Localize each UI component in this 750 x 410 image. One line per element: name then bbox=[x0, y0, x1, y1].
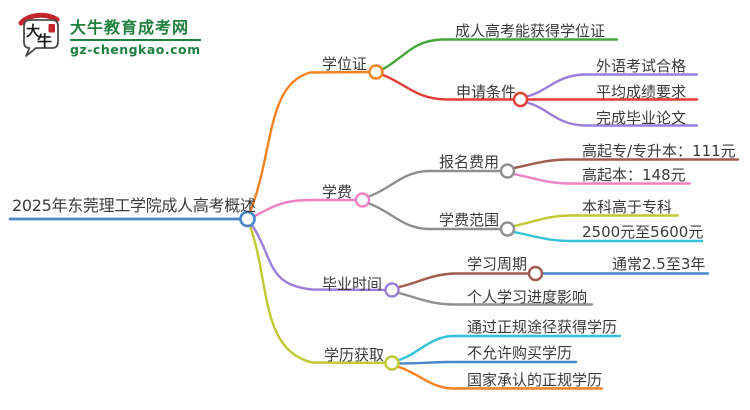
edge-range-higher bbox=[512, 214, 680, 228]
edge-degree-can-get bbox=[381, 38, 619, 71]
node-label-thesis[interactable]: 完成毕业论文 bbox=[596, 109, 687, 127]
logo-text-block: 大牛教育成考网 gz-chengkao.com bbox=[70, 14, 201, 57]
edge-graduation-cycle bbox=[397, 272, 530, 289]
node-circle-conditions[interactable] bbox=[512, 91, 529, 108]
node-circle-degree[interactable] bbox=[368, 64, 384, 80]
site-logo: 大 牛 大牛教育成考网 gz-chengkao.com bbox=[16, 12, 201, 58]
node-circle-regfee[interactable] bbox=[499, 163, 516, 179]
edge-tuition-range bbox=[367, 202, 503, 231]
edge-graduation-progress bbox=[397, 291, 594, 306]
edge-regfee-ben bbox=[512, 172, 692, 185]
node-label-state-recognized[interactable]: 国家承认的正规学历 bbox=[467, 371, 603, 389]
logo-divider bbox=[70, 38, 201, 41]
edge-range-amount bbox=[512, 230, 704, 243]
node-circle-graduation[interactable] bbox=[384, 282, 400, 298]
site-name: 大牛教育成考网 bbox=[70, 17, 190, 37]
edge-regfee-zhuan bbox=[512, 158, 740, 170]
node-circle-cycle[interactable] bbox=[527, 265, 544, 282]
logo-char-1: 大 bbox=[26, 23, 40, 40]
node-circle-tuition[interactable] bbox=[354, 192, 371, 208]
node-label-no-buying[interactable]: 不允许购买学历 bbox=[467, 344, 573, 362]
node-label-years[interactable]: 通常2.5至3年 bbox=[612, 255, 706, 273]
logo-red-arc bbox=[18, 12, 60, 26]
node-label-average-score[interactable]: 平均成绩要求 bbox=[596, 83, 687, 101]
node-label-fee-zhuan[interactable]: 高起专/专升本：111元 bbox=[582, 142, 736, 160]
node-label-degree[interactable]: 学位证 bbox=[322, 55, 368, 73]
edge-conditions-thesis bbox=[525, 101, 699, 127]
edge-diploma-formal bbox=[397, 334, 622, 362]
node-circle-range[interactable] bbox=[499, 221, 516, 237]
node-label-bachelor-higher[interactable]: 本科高于专科 bbox=[582, 198, 673, 216]
node-label-registration-fee[interactable]: 报名费用 bbox=[439, 153, 500, 171]
edge-root-degree bbox=[248, 70, 371, 214]
edge-tuition-regfee bbox=[367, 169, 503, 198]
node-label-formal-channel[interactable]: 通过正规途径获得学历 bbox=[467, 318, 618, 336]
edge-root-diploma bbox=[248, 224, 387, 365]
node-label-fee-ben[interactable]: 高起本：148元 bbox=[582, 166, 686, 184]
node-label-graduation-time[interactable]: 毕业时间 bbox=[322, 275, 383, 293]
logo-char-2: 牛 bbox=[37, 32, 52, 50]
edge-diploma-state bbox=[397, 365, 604, 390]
logo-seal bbox=[48, 24, 55, 33]
node-label-personal-progress[interactable]: 个人学习进度影响 bbox=[467, 288, 588, 306]
edge-degree-conditions bbox=[381, 73, 515, 101]
edge-conditions-foreign bbox=[525, 73, 699, 98]
edge-diploma-nobuy bbox=[397, 360, 578, 365]
edge-root-tuition bbox=[252, 198, 358, 218]
node-label-tuition[interactable]: 学费 bbox=[322, 183, 353, 201]
site-url: gz-chengkao.com bbox=[70, 41, 201, 57]
node-circle-diploma[interactable] bbox=[384, 355, 400, 371]
node-label-diploma[interactable]: 学历获取 bbox=[324, 346, 385, 364]
node-label-can-get-degree[interactable]: 成人高考能获得学位证 bbox=[455, 22, 606, 40]
logo-icon: 大 牛 bbox=[18, 12, 60, 57]
node-label-range-amount[interactable]: 2500元至5600元 bbox=[582, 223, 704, 241]
edge-root-graduation bbox=[250, 223, 387, 292]
node-label-foreign-exam[interactable]: 外语考试合格 bbox=[596, 57, 687, 75]
node-label-study-cycle[interactable]: 学习周期 bbox=[467, 255, 528, 273]
node-circle-root[interactable] bbox=[239, 210, 256, 228]
node-label-root[interactable]: 2025年东莞理工学院成人高考概述 bbox=[12, 196, 256, 215]
node-label-apply-conditions[interactable]: 申请条件 bbox=[456, 83, 517, 101]
node-label-tuition-range[interactable]: 学费范围 bbox=[439, 211, 500, 229]
